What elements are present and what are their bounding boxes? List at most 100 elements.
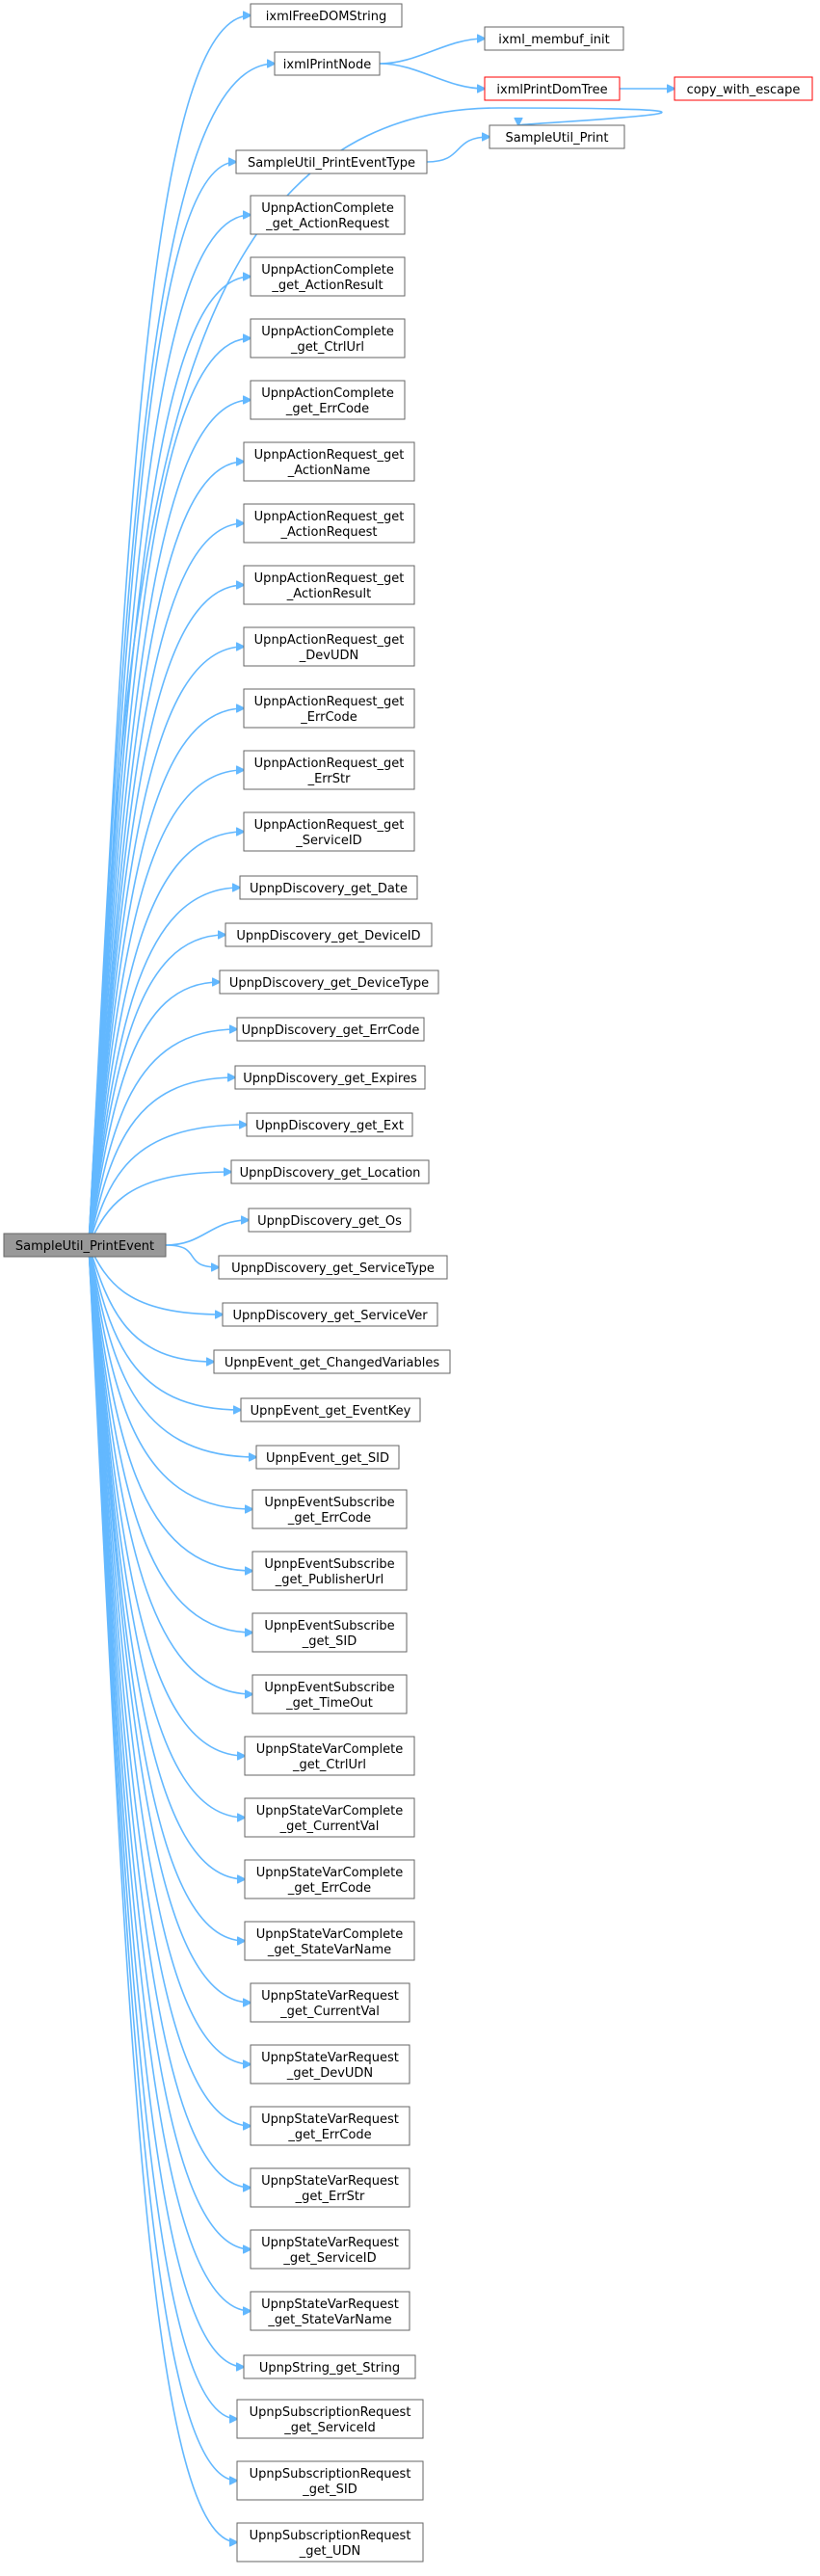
node-n22[interactable]: UpnpDiscovery_get_Os — [248, 1208, 411, 1233]
node-box — [250, 1982, 410, 2023]
edge-root-n37 — [88, 1244, 251, 2064]
node-label: copy_with_escape — [687, 83, 801, 97]
node-n8[interactable]: UpnpActionRequest_get_ActionName — [243, 441, 415, 482]
node-box — [244, 1921, 415, 1961]
node-label: _get_ErrStr — [295, 2190, 365, 2204]
node-n2[interactable]: ixmlPrintNode — [274, 51, 381, 76]
node-n15[interactable]: UpnpDiscovery_get_Date — [239, 875, 418, 900]
node-n13[interactable]: UpnpActionRequest_get_ErrStr — [243, 750, 415, 790]
node-n4[interactable]: UpnpActionComplete_get_ActionRequest — [250, 195, 406, 235]
node-n26[interactable]: UpnpEvent_get_EventKey — [240, 1397, 421, 1422]
edge-root-n24 — [88, 1244, 223, 1315]
node-n35[interactable]: UpnpStateVarComplete_get_StateVarName — [244, 1921, 415, 1961]
node-label: UpnpDiscovery_get_DeviceID — [236, 929, 420, 943]
node-box — [235, 149, 428, 174]
node-s3[interactable]: SampleUtil_Print — [489, 124, 625, 149]
node-label: SampleUtil_PrintEventType — [248, 156, 415, 171]
node-label: _get_ErrCode — [287, 2128, 371, 2142]
node-box — [250, 3, 403, 28]
node-box — [250, 2229, 410, 2270]
node-n43[interactable]: UpnpSubscriptionRequest_get_ServiceId — [236, 2399, 424, 2439]
edge-root-n15 — [88, 888, 240, 1246]
node-n16[interactable]: UpnpDiscovery_get_DeviceID — [225, 922, 433, 947]
node-n21[interactable]: UpnpDiscovery_get_Location — [230, 1159, 430, 1184]
node-n17[interactable]: UpnpDiscovery_get_DeviceType — [219, 969, 439, 995]
node-label: _get_UDN — [299, 2544, 361, 2559]
node-label: UpnpActionRequest_get — [254, 448, 405, 463]
node-n44[interactable]: UpnpSubscriptionRequest_get_SID — [236, 2460, 424, 2501]
node-box — [484, 26, 624, 51]
node-n12[interactable]: UpnpActionRequest_get_ErrCode — [243, 688, 415, 729]
node-box — [484, 76, 621, 101]
node-n40[interactable]: UpnpStateVarRequest_get_ServiceID — [250, 2229, 410, 2270]
node-n30[interactable]: UpnpEventSubscribe_get_SID — [251, 1612, 408, 1653]
node-n23[interactable]: UpnpDiscovery_get_ServiceType — [218, 1255, 448, 1280]
node-n25[interactable]: UpnpEvent_get_ChangedVariables — [213, 1349, 451, 1374]
node-n27[interactable]: UpnpEvent_get_SID — [255, 1445, 400, 1470]
node-label: UpnpStateVarRequest — [261, 2112, 399, 2127]
node-n1[interactable]: ixmlFreeDOMString — [250, 3, 403, 28]
edge-n2-s1 — [379, 39, 485, 65]
node-box — [674, 76, 813, 101]
node-box — [222, 1302, 438, 1327]
node-label: ixml_membuf_init — [498, 33, 610, 47]
node-root[interactable]: SampleUtil_PrintEvent — [3, 1233, 167, 1258]
node-n33[interactable]: UpnpStateVarComplete_get_CurrentVal — [244, 1797, 415, 1838]
node-n31[interactable]: UpnpEventSubscribe_get_TimeOut — [251, 1674, 408, 1714]
node-box — [219, 969, 439, 995]
node-n5[interactable]: UpnpActionComplete_get_ActionResult — [250, 256, 406, 297]
edge-root-n36 — [88, 1244, 251, 2003]
node-box — [251, 1489, 408, 1529]
node-n28[interactable]: UpnpEventSubscribe_get_ErrCode — [251, 1489, 408, 1529]
node-n14[interactable]: UpnpActionRequest_get_ServiceID — [243, 811, 415, 852]
node-n20[interactable]: UpnpDiscovery_get_Ext — [246, 1112, 413, 1137]
node-n24[interactable]: UpnpDiscovery_get_ServiceVer — [222, 1302, 438, 1327]
node-s2[interactable]: ixmlPrintDomTree — [484, 76, 621, 101]
node-label: UpnpStateVarRequest — [261, 1989, 399, 2004]
node-box — [250, 195, 406, 235]
node-n11[interactable]: UpnpActionRequest_get_DevUDN — [243, 626, 415, 667]
node-n3[interactable]: SampleUtil_PrintEventType — [235, 149, 428, 174]
node-box — [246, 1112, 413, 1137]
edge-n2-s2 — [379, 63, 485, 89]
node-label: UpnpEventSubscribe — [264, 1496, 394, 1510]
node-n42[interactable]: UpnpString_get_String — [243, 2354, 416, 2379]
edge-root-n31 — [88, 1244, 252, 1694]
node-n10[interactable]: UpnpActionRequest_get_ActionResult — [243, 565, 415, 605]
node-s1[interactable]: ixml_membuf_init — [484, 26, 624, 51]
node-s4[interactable]: copy_with_escape — [674, 76, 813, 101]
node-box — [243, 626, 415, 667]
node-n18[interactable]: UpnpDiscovery_get_ErrCode — [236, 1017, 425, 1042]
node-n9[interactable]: UpnpActionRequest_get_ActionRequest — [243, 503, 415, 544]
node-n41[interactable]: UpnpStateVarRequest_get_StateVarName — [250, 2291, 410, 2331]
edge-root-n38 — [88, 1244, 251, 2126]
node-box — [230, 1159, 430, 1184]
node-box — [243, 2354, 416, 2379]
node-label: UpnpSubscriptionRequest — [250, 2405, 411, 2420]
edge-root-n32 — [88, 1244, 245, 1756]
node-n34[interactable]: UpnpStateVarComplete_get_ErrCode — [244, 1859, 415, 1899]
node-box — [243, 811, 415, 852]
edges-layer — [88, 15, 675, 2542]
node-n37[interactable]: UpnpStateVarRequest_get_DevUDN — [250, 2044, 410, 2085]
node-n45[interactable]: UpnpSubscriptionRequest_get_UDN — [236, 2522, 424, 2563]
node-n32[interactable]: UpnpStateVarComplete_get_CtrlUrl — [244, 1736, 415, 1776]
node-label: _get_ErrCode — [285, 402, 369, 416]
edge-root-n41 — [88, 1244, 251, 2311]
node-n6[interactable]: UpnpActionComplete_get_CtrlUrl — [250, 318, 406, 359]
node-n7[interactable]: UpnpActionComplete_get_ErrCode — [250, 380, 406, 420]
node-n38[interactable]: UpnpStateVarRequest_get_ErrCode — [250, 2106, 410, 2146]
node-label: _get_CurrentVal — [279, 1819, 380, 1834]
node-n36[interactable]: UpnpStateVarRequest_get_CurrentVal — [250, 1982, 410, 2023]
node-n29[interactable]: UpnpEventSubscribe_get_PublisherUrl — [251, 1551, 408, 1591]
node-n19[interactable]: UpnpDiscovery_get_Expires — [234, 1065, 426, 1090]
node-label: UpnpActionRequest_get — [254, 695, 405, 709]
node-box — [255, 1445, 400, 1470]
node-box — [3, 1233, 167, 1258]
node-label: _get_ErrCode — [287, 1881, 371, 1896]
edge-root-n26 — [88, 1244, 241, 1410]
node-label: ixmlFreeDOMString — [266, 10, 386, 24]
node-label: _ActionName — [287, 464, 371, 478]
node-n39[interactable]: UpnpStateVarRequest_get_ErrStr — [250, 2167, 410, 2208]
node-box — [250, 2044, 410, 2085]
